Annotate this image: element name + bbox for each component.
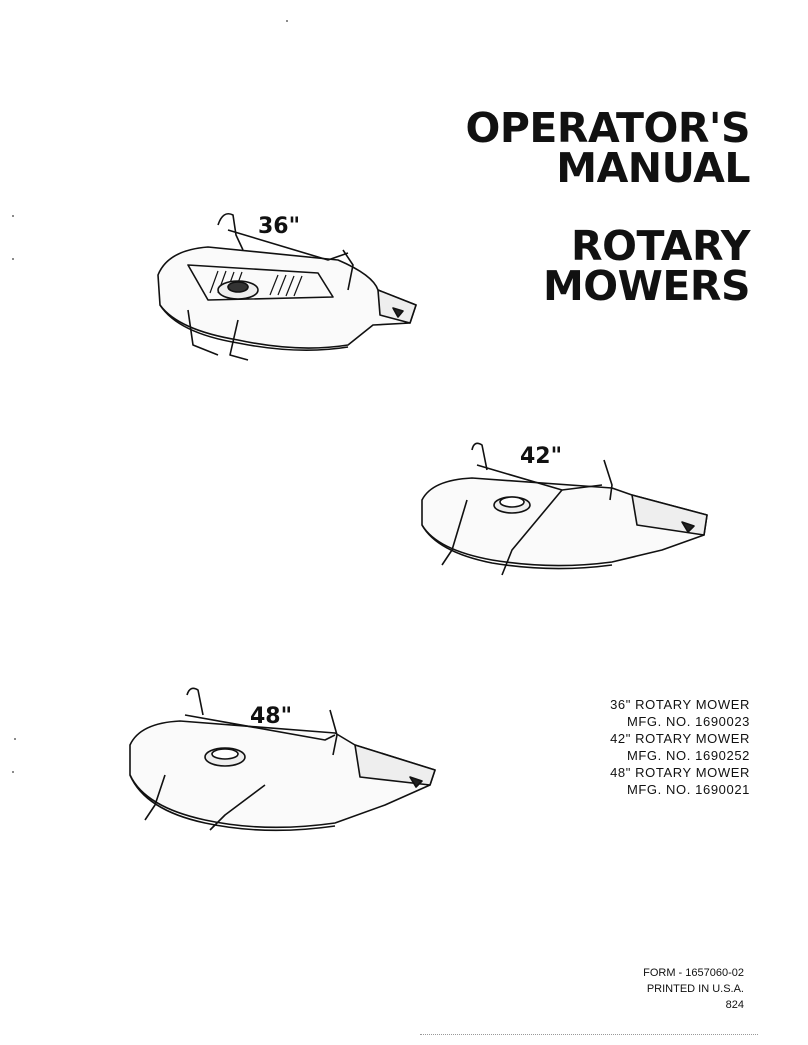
title-line-operators: OPERATOR'S (465, 104, 750, 152)
scan-speck (286, 20, 288, 22)
model-42-name: 42" ROTARY MOWER (610, 731, 750, 746)
form-footer: FORM - 1657060-02 PRINTED IN U.S.A. 824 (643, 965, 744, 1013)
print-code: 824 (725, 999, 744, 1011)
model-42-mfg: MFG. NO. 1690252 (626, 748, 750, 763)
model-48-mfg: MFG. NO. 1690021 (626, 782, 750, 797)
cover-title: OPERATOR'S MANUAL ROTARY MOWERS (465, 104, 750, 310)
title-line-rotary: ROTARY (571, 222, 750, 270)
printed-in: PRINTED IN U.S.A. (646, 983, 744, 995)
mower-deck-42-illustration (421, 442, 708, 576)
mower-deck-48-illustration (129, 687, 436, 832)
title-line-manual: MANUAL (556, 144, 750, 192)
scan-speck (14, 738, 16, 740)
scan-edge-line (420, 1034, 758, 1035)
title-line-mowers: MOWERS (543, 262, 750, 310)
size-label-36: 36" (258, 214, 301, 239)
form-number: FORM - 1657060-02 (643, 967, 744, 979)
size-label-42: 42" (520, 444, 563, 469)
model-list: 36" ROTARY MOWER MFG. NO. 1690023 42" RO… (610, 696, 750, 798)
scan-speck (12, 771, 14, 773)
model-36-mfg: MFG. NO. 1690023 (626, 714, 750, 729)
scan-speck (12, 215, 14, 217)
size-label-48: 48" (250, 704, 293, 729)
model-48-name: 48" ROTARY MOWER (610, 765, 750, 780)
mower-deck-36-illustration (157, 212, 417, 361)
scan-speck (12, 258, 14, 260)
model-36-name: 36" ROTARY MOWER (610, 697, 750, 712)
